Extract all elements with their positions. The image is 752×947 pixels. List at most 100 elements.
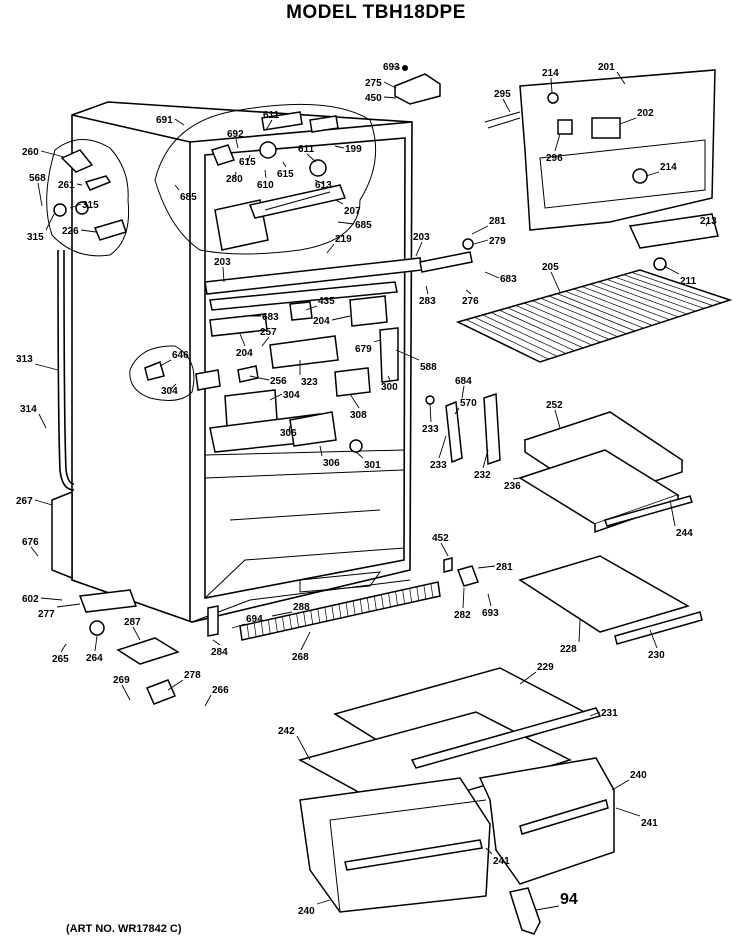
callout-277: 277 <box>38 609 55 620</box>
leader-line <box>438 435 447 459</box>
wire-line <box>317 608 321 623</box>
leveling-leg <box>509 887 541 935</box>
leader-line <box>212 639 221 646</box>
grille <box>239 581 441 641</box>
callout-233: 233 <box>422 424 439 435</box>
callout-240: 240 <box>298 906 315 917</box>
callout-199: 199 <box>345 144 362 155</box>
wire-line <box>490 312 575 352</box>
callout-275: 275 <box>365 78 382 89</box>
wire-line <box>310 610 314 625</box>
callout-203: 203 <box>413 232 430 243</box>
crisper-cover-shelf <box>298 667 602 813</box>
leader-line <box>288 425 291 433</box>
wire-line <box>275 618 278 633</box>
leader-line <box>649 629 658 649</box>
leader-line <box>265 119 273 131</box>
callout-241: 241 <box>493 856 510 867</box>
wire-line <box>631 272 722 304</box>
wire-line <box>282 616 285 631</box>
leader-line <box>535 905 560 911</box>
wire-line <box>430 583 434 598</box>
crisper-drawer-left <box>299 777 491 913</box>
wire-line <box>606 279 696 312</box>
callout-304: 304 <box>283 390 300 401</box>
leader-line <box>663 265 680 275</box>
wire-line <box>598 281 687 315</box>
callout-692: 692 <box>227 129 244 140</box>
callout-229: 229 <box>537 662 554 673</box>
leader-line <box>69 203 82 209</box>
leader-line <box>395 349 420 361</box>
callout-323: 323 <box>301 377 318 388</box>
leader-line <box>477 565 496 569</box>
leader-line <box>669 499 676 527</box>
callout-693: 693 <box>482 608 499 619</box>
callout-611: 611 <box>298 144 315 155</box>
leader-line <box>550 77 553 94</box>
wire-line <box>374 596 377 611</box>
leader-line <box>473 239 489 245</box>
callout-683: 683 <box>262 312 279 323</box>
leader-line <box>56 603 81 608</box>
callout-611: 611 <box>263 110 280 121</box>
crisper-drawer-right <box>478 757 615 885</box>
callout-219: 219 <box>335 234 352 245</box>
leader-line <box>454 407 460 415</box>
top-hinge <box>394 65 441 105</box>
leader-line <box>167 679 184 691</box>
wire-line <box>296 613 299 628</box>
wire-line <box>352 600 356 615</box>
leader-line <box>264 169 267 179</box>
callout-244: 244 <box>676 528 693 539</box>
callout-232: 232 <box>474 470 491 481</box>
callout-267: 267 <box>16 496 33 507</box>
shelf-support-rail <box>204 257 423 311</box>
leader-line <box>174 184 180 191</box>
leader-line <box>80 229 97 233</box>
small-hardware <box>78 238 667 705</box>
wire-line <box>623 274 713 306</box>
callout-204: 204 <box>313 316 330 327</box>
leader-line <box>132 626 141 641</box>
leader-line <box>440 542 449 557</box>
callout-610: 610 <box>257 180 274 191</box>
callout-240: 240 <box>630 770 647 781</box>
hinge-detail-inset <box>46 139 130 257</box>
callout-683: 683 <box>500 274 517 285</box>
damper-parts <box>209 295 399 453</box>
leader-line <box>174 118 185 126</box>
callout-252: 252 <box>546 400 563 411</box>
callout-241: 241 <box>641 818 658 829</box>
callout-684: 684 <box>455 376 472 387</box>
callout-231: 231 <box>601 708 618 719</box>
leader-line <box>121 684 131 701</box>
callout-435: 435 <box>318 296 335 307</box>
callout-615: 615 <box>239 157 256 168</box>
wire-line <box>345 602 349 617</box>
leader-line <box>247 154 251 162</box>
wire-line <box>524 302 610 340</box>
callout-281: 281 <box>489 216 506 227</box>
callout-280: 280 <box>226 174 243 185</box>
wire-line <box>246 624 250 639</box>
callout-204: 204 <box>236 348 253 359</box>
leader-line <box>387 375 391 381</box>
refrigerator-cabinet <box>71 101 413 623</box>
wire-line <box>402 589 405 604</box>
leader-line <box>589 711 601 717</box>
callout-691: 691 <box>156 115 173 126</box>
wire-line <box>338 603 342 619</box>
callout-94: 94 <box>560 891 578 908</box>
leader-line <box>645 171 660 177</box>
callout-269: 269 <box>113 675 130 686</box>
wire-line <box>557 293 644 329</box>
leader-line <box>471 225 489 235</box>
callout-615: 615 <box>277 169 294 180</box>
callout-205: 205 <box>542 262 559 273</box>
wire-line <box>409 588 413 603</box>
leader-line <box>60 643 67 653</box>
leader-line <box>425 285 429 295</box>
callout-236: 236 <box>504 481 521 492</box>
